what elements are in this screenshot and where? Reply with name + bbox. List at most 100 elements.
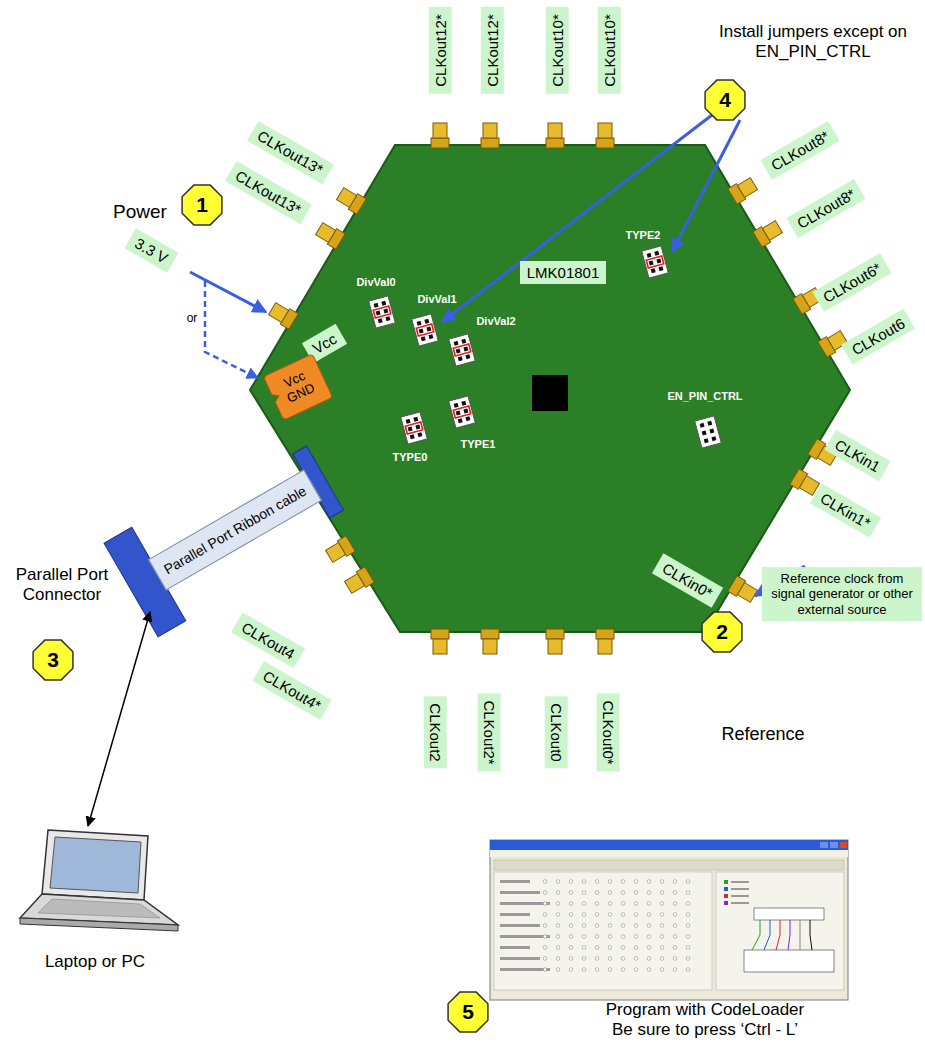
port-label: CLKout2* [478, 693, 501, 771]
ribbon-ends [104, 431, 352, 637]
port-label: CLKin1* [810, 483, 881, 537]
label-text: CLKout4* [260, 667, 324, 714]
label-text: CLKout13* [254, 126, 325, 177]
laptop-icon [20, 830, 178, 931]
sma-connector [481, 123, 499, 148]
sma-connector [431, 629, 449, 654]
sma-connector [596, 629, 614, 654]
jumper-header [449, 334, 476, 366]
note-text: Install jumpers except on EN_PIN_CTRL [713, 22, 913, 63]
note-text: Program with CodeLoader Be sure to press… [600, 1000, 810, 1041]
port-label: CLKout2 [424, 696, 447, 768]
label-text: CLKout0 [548, 703, 565, 761]
label-text: CLKout2 [427, 703, 444, 761]
label-text: CLKout10* [549, 14, 566, 87]
label-text: CLKout0* [600, 700, 617, 764]
ribbon-cable: Parallel Port Ribbon cable [148, 469, 322, 590]
jumper-label: TYPE2 [626, 229, 661, 242]
port-label: CLKout10* [598, 7, 621, 94]
label-text: CLKout12* [432, 14, 449, 87]
label-text: CLKout10* [601, 14, 618, 87]
callout-number: 1 [179, 182, 225, 228]
pcb-board [250, 145, 850, 632]
port-label: CLKout12* [481, 7, 504, 94]
port-label: CLKout6 [841, 308, 915, 364]
label-text: CLKout4 [238, 618, 297, 662]
port-label: CLKout0 [545, 696, 568, 768]
port-label: CLKin0* [652, 553, 723, 607]
port-label: CLKout4 [231, 612, 305, 668]
label-text: CLKin1 [832, 435, 883, 474]
power-pad: VccGND [261, 351, 336, 423]
sma-connector [431, 123, 449, 148]
jumper-header [412, 314, 439, 346]
label-text: 3 [47, 648, 59, 672]
jumper-label: TYPE1 [461, 438, 496, 451]
port-label: 3.3 V [125, 228, 179, 272]
sma-connector [753, 219, 784, 247]
chip [532, 375, 568, 411]
label-text: 3.3 V [133, 234, 172, 266]
label-text: CLKin0* [660, 559, 716, 601]
port-label: CLKout10* [546, 7, 569, 94]
jumper-label: DivVal0 [356, 276, 395, 289]
sma-connector [344, 567, 375, 595]
jumper-headers [369, 246, 722, 448]
callout-number: 5 [445, 989, 491, 1035]
sma-connector [546, 123, 564, 148]
part-label: Laptop or PC [45, 952, 145, 972]
callout-number: 2 [699, 609, 745, 655]
note-text: or [187, 311, 198, 325]
jumper-header [449, 396, 476, 428]
jumper-label: TYPE0 [393, 451, 428, 464]
sma-connector [481, 629, 499, 654]
label-text: Parallel Port Ribbon cable [161, 483, 309, 578]
label-text: Reference clock from signal generator or… [768, 571, 916, 618]
jumper-label: DivVal1 [417, 293, 456, 306]
port-label: CLKout8* [786, 178, 865, 237]
software-screenshot [490, 840, 848, 1000]
label-text: 5 [462, 1000, 474, 1024]
label-text: 4 [719, 88, 731, 112]
port-label: CLKout4* [252, 660, 331, 719]
port-label: CLKout12* [429, 7, 452, 94]
link-arrow [88, 612, 150, 826]
label-text: CLKout8* [794, 185, 858, 232]
jumper-header [695, 416, 722, 448]
label-text: CLKout13* [232, 166, 303, 217]
callout-number: 4 [702, 77, 748, 123]
power-dashed-arrow [205, 281, 258, 378]
label-text: CLKin1* [818, 489, 874, 531]
jumper-header [642, 246, 669, 278]
section-label: Reference [721, 724, 804, 746]
port-label: LMK01801 [520, 261, 607, 284]
sma-connector [268, 301, 299, 329]
label-text: CLKout12* [484, 14, 501, 87]
sma-connector [325, 536, 356, 564]
sma-connector [728, 576, 759, 604]
sma-connector [596, 123, 614, 148]
sma-connector [336, 186, 367, 214]
label-text: 2 [716, 620, 728, 644]
section-label: Power [113, 201, 167, 224]
note-box: Reference clock from signal generator or… [762, 567, 922, 622]
port-label: CLKout6* [812, 252, 891, 311]
port-label: CLKout8* [760, 120, 839, 179]
callout-number: 3 [30, 637, 76, 683]
jumper-header [369, 296, 396, 328]
jumper-label: EN_PIN_CTRL [667, 390, 742, 403]
part-label: Parallel Port Connector [2, 565, 122, 606]
label-text: 1 [196, 193, 208, 217]
sma-connector [728, 176, 759, 204]
label-text: CLKout6 [848, 314, 907, 358]
label-text: Vcc [310, 329, 340, 356]
label-text: CLKout2* [481, 700, 498, 764]
label-text: CLKout8* [768, 127, 832, 174]
power-arrow [190, 272, 266, 312]
label-text: LMK01801 [527, 264, 600, 281]
port-label: CLKout0* [597, 693, 620, 771]
jumper-arrow [672, 120, 740, 252]
sma-connector [546, 629, 564, 654]
jumper-header [401, 412, 428, 444]
